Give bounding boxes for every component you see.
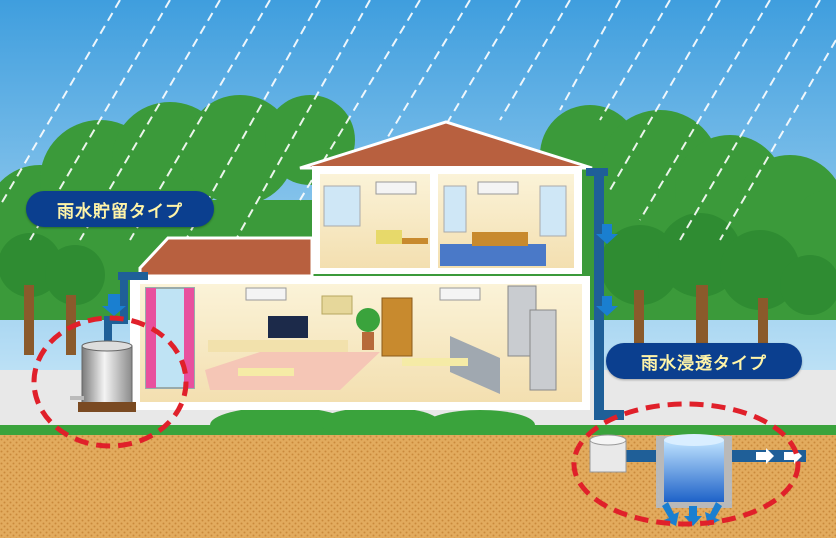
arrow-down-icon [102,294,126,316]
arrow-right-icon [756,448,774,464]
storage-type-label: 雨水貯留タイプ [26,191,214,227]
arrow-down-icon [662,502,679,526]
hedge [0,407,836,443]
house [130,120,593,410]
arrow-down-icon [596,296,618,316]
arrow-down-icon [705,502,722,526]
foreground-trees [0,213,836,360]
lower-roof [138,236,314,278]
infiltration-type-label: 雨水浸透タイプ [606,343,802,379]
storage-tank [70,340,136,412]
infiltration-highlight-circle [571,401,801,527]
storage-highlight-circle [31,315,189,449]
arrow-down-icon [684,506,702,526]
flow-arrows [102,224,802,526]
arrow-down-icon [596,224,618,244]
infiltration-chamber [589,434,732,508]
